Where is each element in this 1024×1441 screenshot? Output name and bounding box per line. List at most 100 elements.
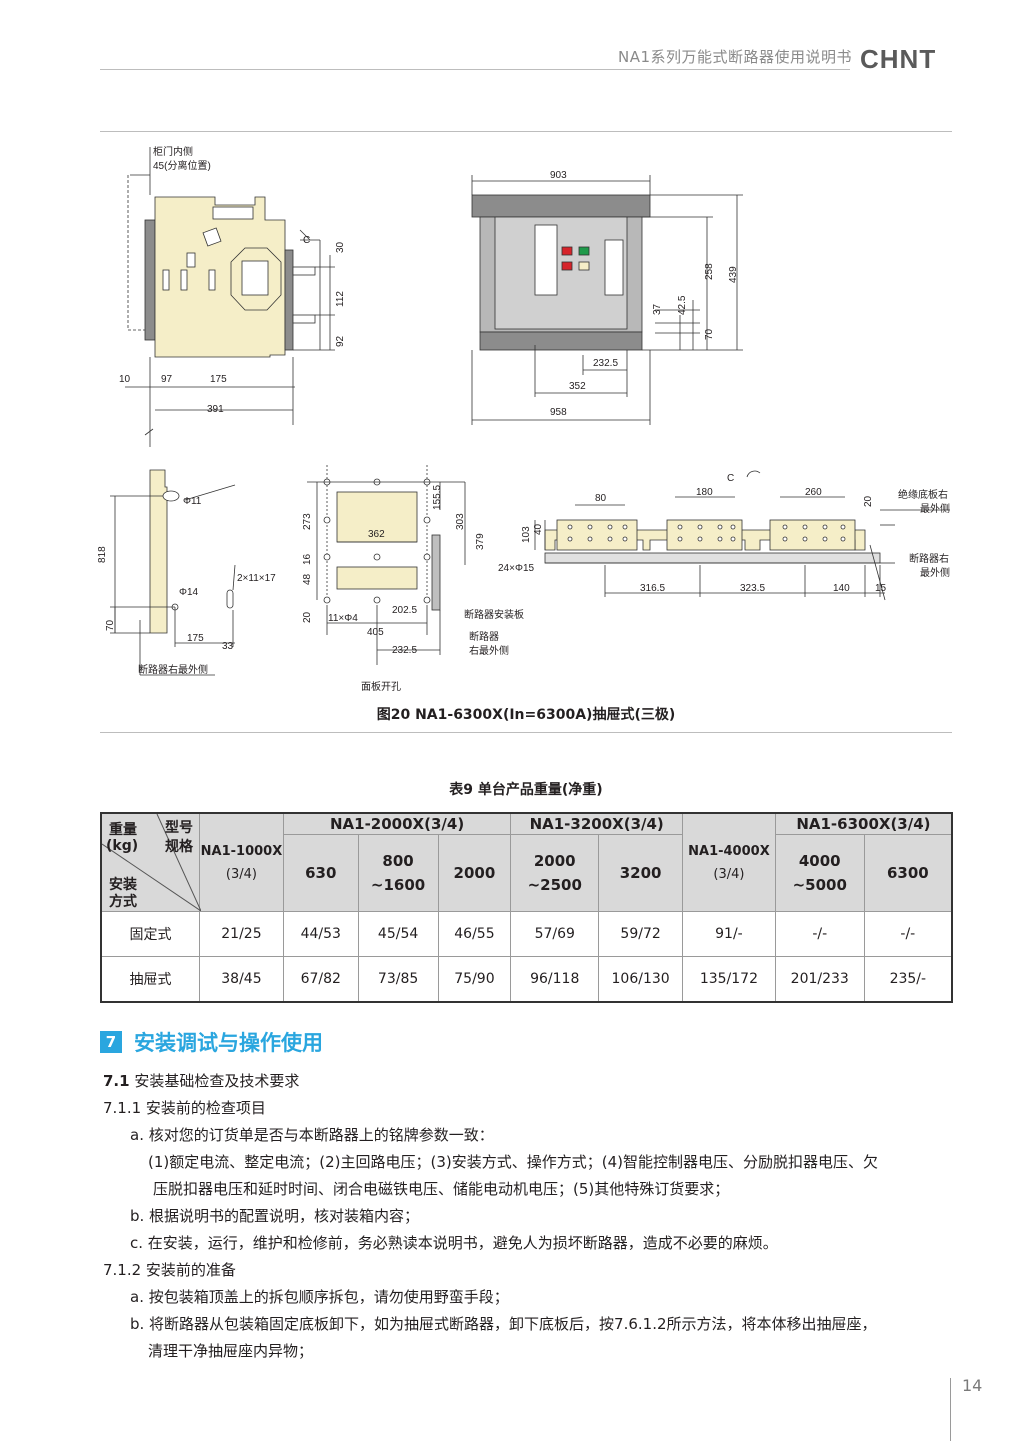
- dim-bus-260: 260: [805, 487, 822, 498]
- section-number: 7: [100, 1031, 122, 1053]
- figure-top-rule: [100, 131, 952, 132]
- table-caption: 表9 单台产品重量(净重): [449, 782, 603, 798]
- label-bus-brk-1: 断路器右: [909, 552, 949, 565]
- label-panel-plate: 断路器安装板: [464, 608, 524, 621]
- label-bus-base-1: 绝缘底板右: [898, 488, 948, 501]
- table-cell: 59/72: [598, 911, 684, 957]
- item-b2-line1: b. 将断路器从包装箱固定底板卸下，如为抽屉式断路器，卸下底板后，按7.6.1.…: [130, 1315, 877, 1333]
- col-na1-4000x-line1: NA1-4000X: [688, 843, 770, 859]
- section-heading: 7 安装调试与操作使用: [100, 1027, 323, 1057]
- dim-panel-20: 20: [302, 611, 313, 623]
- dim-door-label: 柜门内侧: [153, 145, 193, 158]
- table-cell: 57/69: [510, 911, 600, 957]
- col-na1-4000x: NA1-4000X (3/4): [682, 812, 776, 912]
- dim-panel-303: 303: [455, 513, 466, 530]
- dim-side-175: 175: [210, 374, 227, 385]
- table-cell: 46/55: [437, 911, 512, 957]
- dim-bus-20: 20: [863, 495, 874, 507]
- dim-side-30: 30: [335, 241, 346, 253]
- dim-plate-33: 33: [222, 641, 234, 652]
- table-cell: 91/-: [682, 911, 776, 957]
- dim-side-10: 10: [119, 374, 131, 385]
- corner-mount-1: 安装: [109, 877, 137, 893]
- figure-caption: 图20 NA1-6300X(In=6300A)抽屉式(三极): [376, 707, 676, 723]
- col-na1-1000x-line1: NA1-1000X: [200, 843, 283, 859]
- dim-bus-323-5: 323.5: [740, 583, 765, 594]
- label-panel-right-2: 右最外侧: [469, 644, 509, 657]
- dim-front-352: 352: [569, 381, 586, 392]
- dim-plate-slot: 2×11×17: [237, 573, 276, 584]
- dim-front-903: 903: [550, 170, 567, 181]
- sub-800-line1: 800: [382, 851, 414, 870]
- item-b: b. 根据说明书的配置说明，核对装箱内容；: [130, 1207, 420, 1225]
- table-cell: 21/25: [199, 911, 284, 957]
- corner-mount-2: 方式: [109, 894, 137, 910]
- dim-front-958: 958: [550, 407, 567, 418]
- item-a2: a. 按包装箱顶盖上的拆包顺序拆包，请勿使用野蛮手段；: [130, 1288, 509, 1306]
- dim-panel-379: 379: [475, 533, 486, 550]
- subsection-7-1-2: 7.1.2 安装前的准备: [103, 1261, 236, 1279]
- table-cell: 96/118: [510, 956, 600, 1002]
- header-rule: [100, 69, 850, 70]
- col-na1-1000x-line2: (3/4): [225, 866, 257, 882]
- dim-panel-273: 273: [302, 513, 313, 530]
- page-number: 14: [962, 1376, 983, 1395]
- chnt-logo: CHNT: [860, 44, 937, 74]
- dim-bus-316-5: 316.5: [640, 583, 665, 594]
- row-label-fixed: 固定式: [100, 911, 201, 957]
- dim-bus-140: 140: [833, 583, 850, 594]
- sub-4000-line1: 4000: [798, 851, 841, 870]
- table-cell: 73/85: [357, 956, 439, 1002]
- sub-3200: 3200: [598, 833, 684, 913]
- dim-side-97: 97: [161, 374, 173, 385]
- corner-spec: 规格: [165, 839, 193, 855]
- section-title: 安装调试与操作使用: [134, 1031, 323, 1055]
- table-cell: -/-: [863, 911, 953, 957]
- dim-bus-103: 103: [521, 526, 532, 543]
- dim-plate-175: 175: [187, 633, 204, 644]
- sub-6300: 6300: [863, 833, 953, 913]
- table-cell: 67/82: [282, 956, 359, 1002]
- figure-bottom-rule: [100, 732, 952, 733]
- dim-bus-c: C: [727, 473, 734, 484]
- dim-panel-48: 48: [302, 573, 313, 585]
- sub-800-line2: ~1600: [370, 875, 426, 894]
- table-row: 抽屉式 38/45 67/82 73/85 75/90 96/118 106/1…: [100, 956, 953, 1002]
- sub-2000b-line1: 2000: [533, 851, 576, 870]
- group-na1-2000x: NA1-2000X(3/4): [282, 812, 512, 835]
- dim-side-112: 112: [335, 291, 346, 307]
- dim-front-70: 70: [704, 328, 715, 340]
- item-a-detail-2: 压脱扣器电压和延时时间、闭合电磁铁电压、储能电动机电压；(5)其他特殊订货要求；: [153, 1180, 730, 1198]
- dim-side-92: 92: [335, 335, 346, 347]
- sub-2000: 2000: [437, 833, 512, 913]
- document-title: NA1系列万能式断路器使用说明书: [617, 48, 852, 66]
- dim-panel-362: 362: [368, 529, 385, 540]
- dim-side-c: C: [303, 235, 310, 246]
- sub-4000-5000: 4000 ~5000: [774, 833, 865, 913]
- dim-front-42-5: 42.5: [677, 295, 688, 315]
- corner-weight: 重量: [109, 822, 137, 838]
- dim-panel-232-5: 232.5: [392, 645, 417, 656]
- dim-front-258: 258: [704, 263, 715, 280]
- dim-pos-label: 45(分离位置): [153, 159, 211, 172]
- table-cell: 201/233: [774, 956, 865, 1002]
- subsection-7-1-1: 7.1.1 安装前的检查项目: [103, 1099, 266, 1117]
- technical-drawing: 柜门内侧 45(分离位置) C 30 112 92 10 97 175 391 …: [97, 145, 950, 693]
- table-corner-cell: 重量 (kg) 型号 规格 安装 方式: [100, 812, 201, 912]
- group-na1-3200x: NA1-3200X(3/4): [510, 812, 684, 835]
- dim-panel-202-5: 202.5: [392, 605, 417, 616]
- side-plate-drawing: [110, 469, 236, 676]
- dim-front-232-5: 232.5: [593, 358, 618, 369]
- subsection-7-1-num: 7.1: [103, 1072, 130, 1090]
- group-na1-6300x: NA1-6300X(3/4): [774, 812, 953, 835]
- sub-2000-2500: 2000 ~2500: [510, 833, 600, 913]
- table-cell: 38/45: [199, 956, 284, 1002]
- dim-plate-phi11: Φ11: [183, 496, 202, 507]
- item-a-detail-1: (1)额定电流、整定电流；(2)主回路电压；(3)安装方式、操作方式；(4)智能…: [148, 1153, 878, 1171]
- label-panel-cutout: 面板开孔: [361, 680, 401, 693]
- sub-4000-line2: ~5000: [792, 875, 847, 894]
- subsection-7-1: 7.1 安装基础检查及技术要求: [103, 1068, 299, 1095]
- sub-630: 630: [282, 833, 359, 913]
- corner-kg: (kg): [106, 838, 139, 854]
- dim-plate-right-label: 断路器右最外侧: [138, 663, 208, 676]
